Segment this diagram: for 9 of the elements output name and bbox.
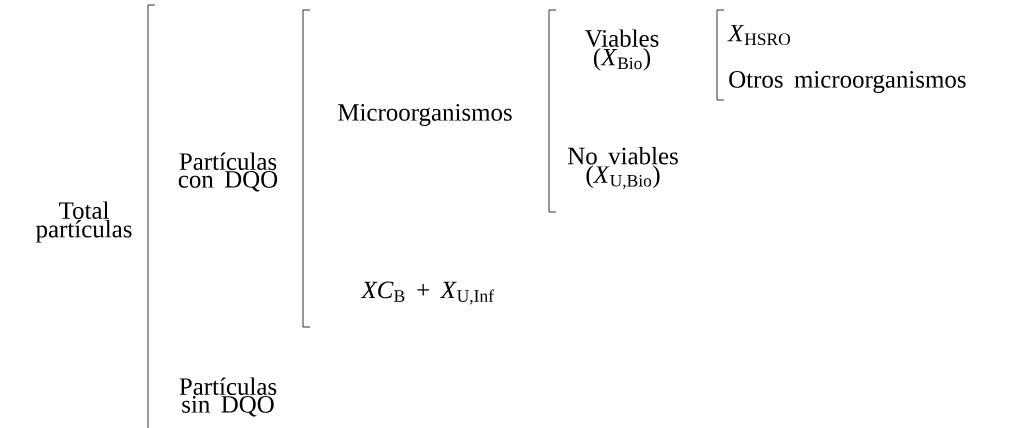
category-label: Microorganismos: [338, 104, 512, 126]
category-label: Partículas sin DQO: [179, 377, 277, 417]
category-label: Viables (X$_{Bio}$): [585, 29, 659, 71]
category-label: Otros microorganismos: [729, 71, 966, 93]
category-label: Total partículas: [36, 201, 132, 243]
category-label: X$_{HSRO}$: [727, 24, 790, 46]
category-label: XC$_{B}$ + X$_{U,Inf}$: [360, 281, 494, 305]
category-label: No viables (X$_{U,Bio}$): [568, 146, 678, 190]
category-label: Partículas con DQO: [178, 152, 278, 192]
